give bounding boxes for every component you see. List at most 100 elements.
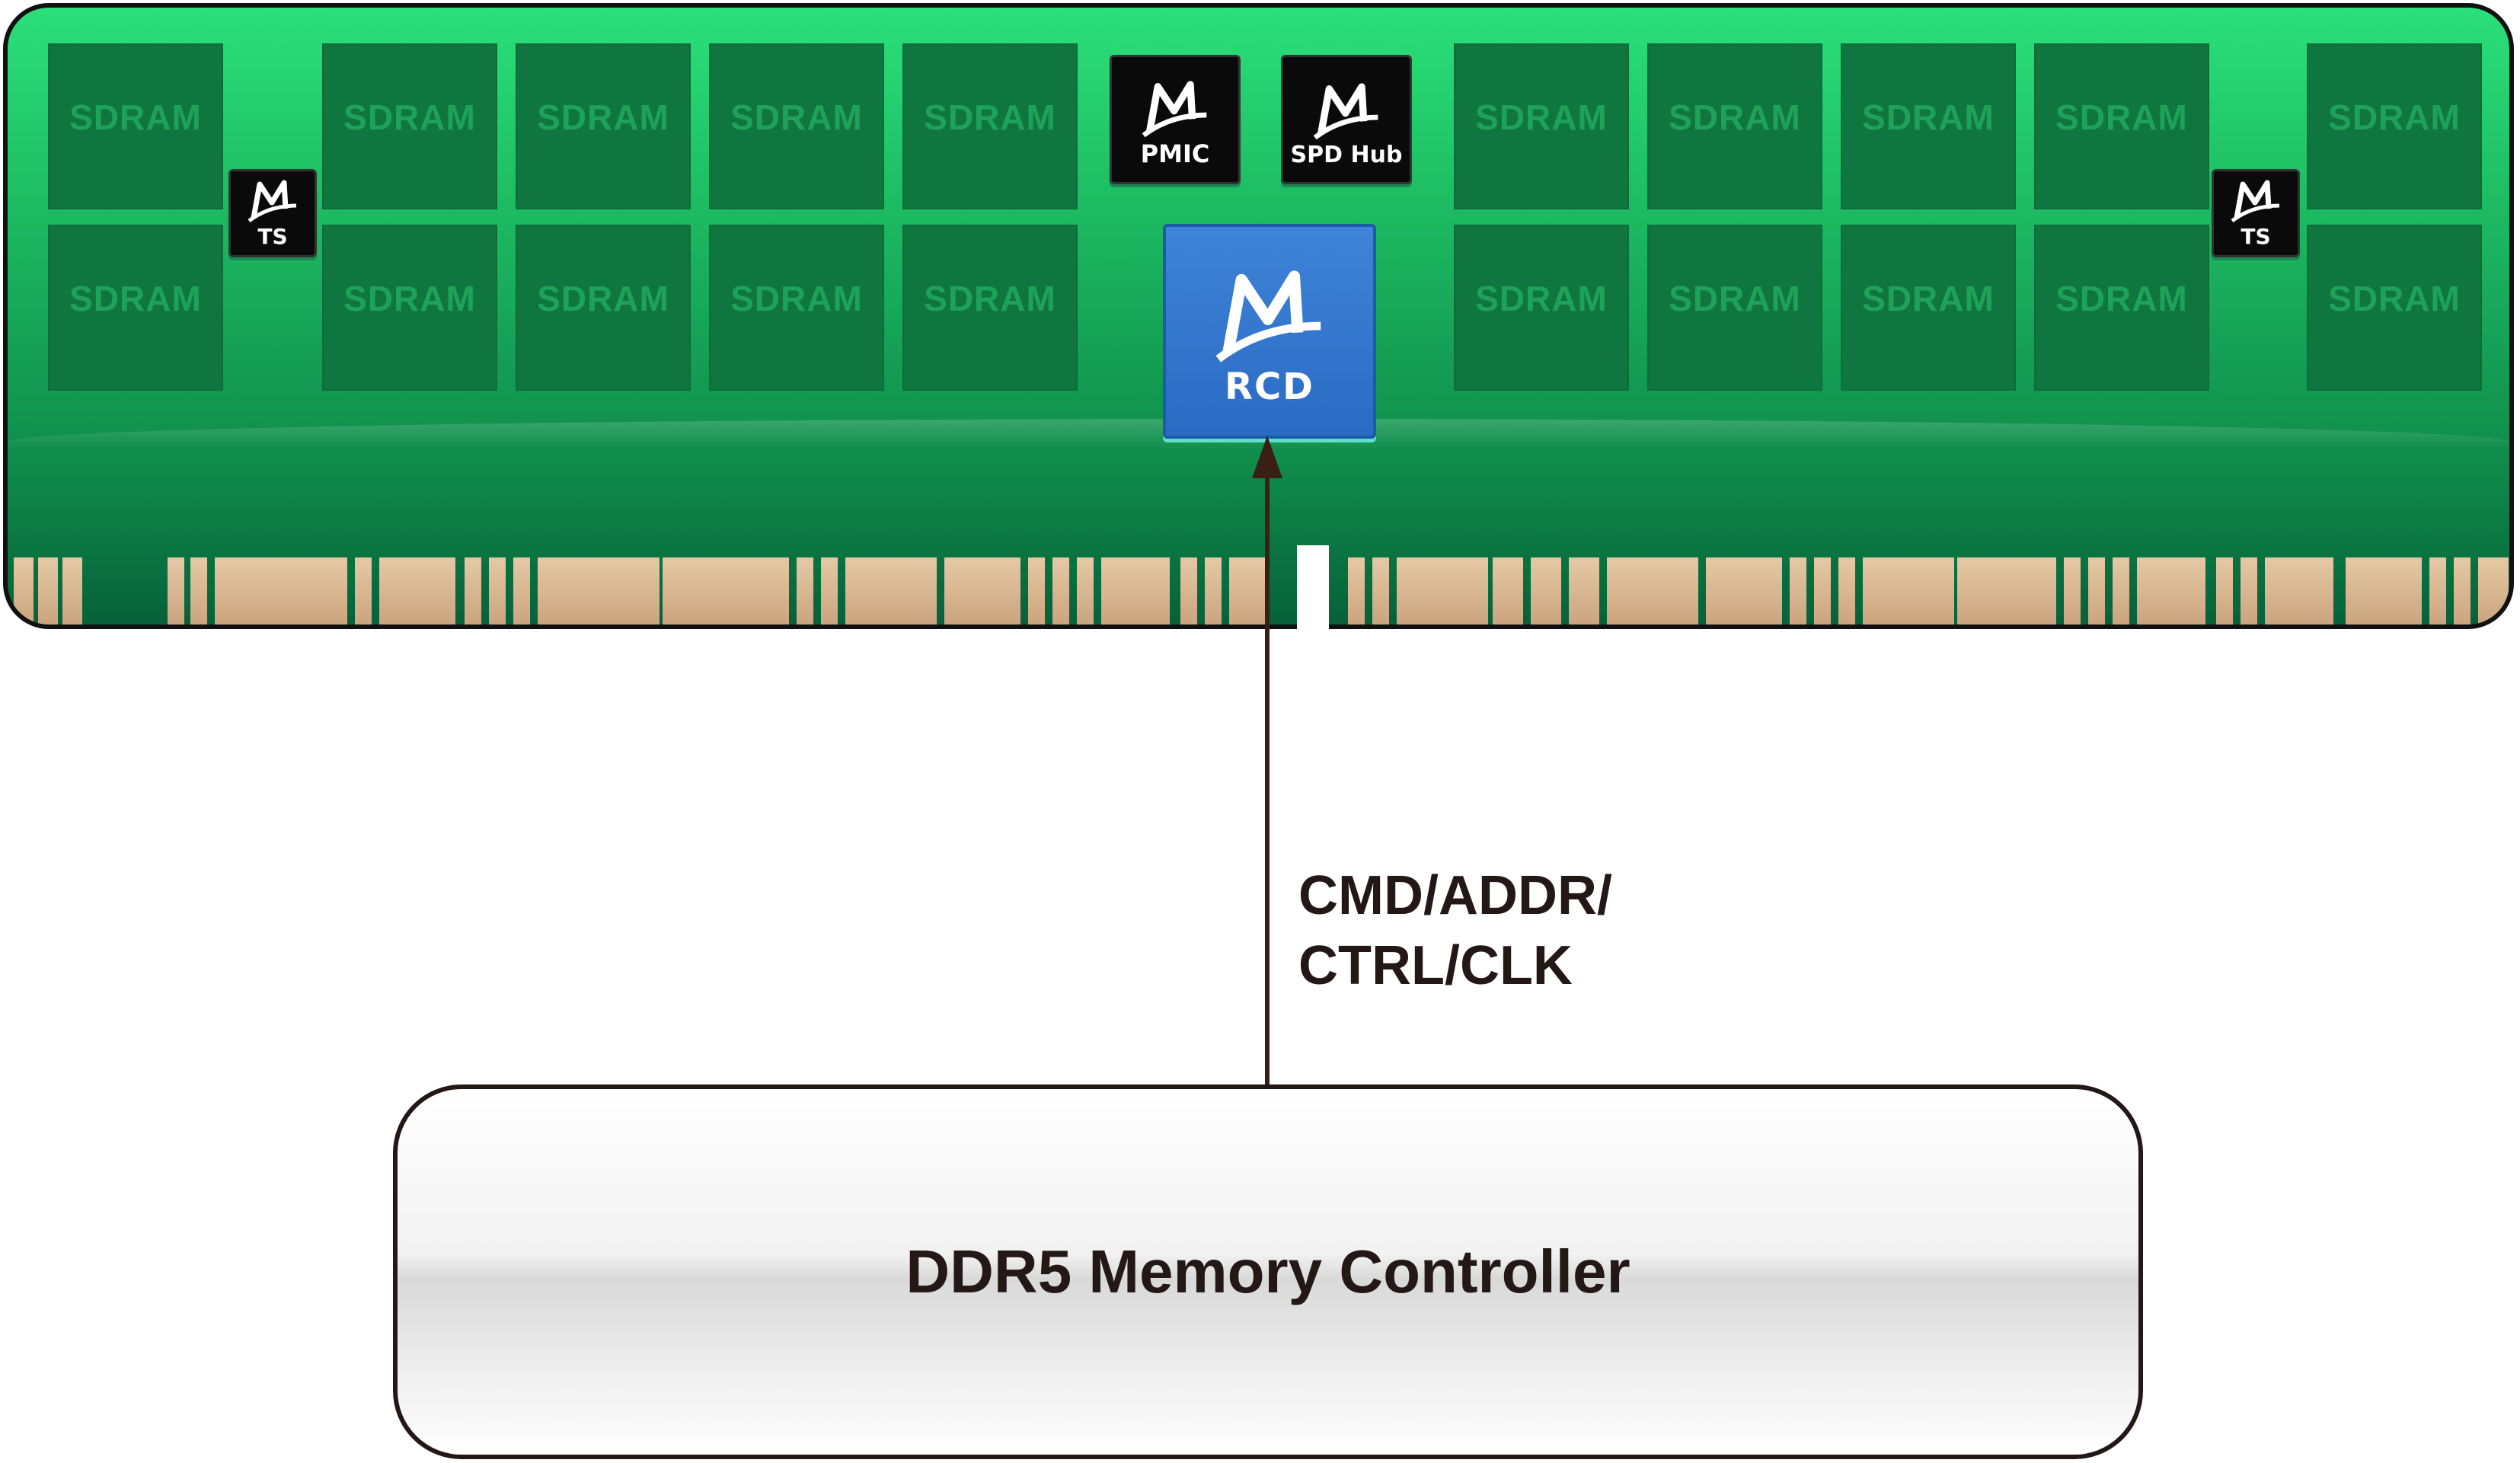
connector-pin <box>1372 557 1389 624</box>
sdram-chip: SDRAM <box>709 225 884 391</box>
sdram-label: SDRAM <box>69 279 202 318</box>
sdram-chip: SDRAM <box>516 43 691 209</box>
sdram-label: SDRAM <box>69 97 202 137</box>
connector-pin <box>1957 557 2056 624</box>
sdram-chip: SDRAM <box>1647 43 1822 209</box>
connector-pin <box>379 557 455 624</box>
sdram-label: SDRAM <box>2328 97 2461 137</box>
sdram-chip: SDRAM <box>48 43 223 209</box>
sdram-label: SDRAM <box>2055 279 2188 318</box>
connector-pin <box>1397 557 1488 624</box>
connector-pin <box>1101 557 1170 624</box>
signal-label-line2: CTRL/CLK <box>1298 935 1573 996</box>
connector-pin <box>513 557 530 624</box>
connector-pin <box>1569 557 1599 624</box>
sdram-chip: SDRAM <box>2307 43 2482 209</box>
connector-pin <box>1052 557 1069 624</box>
m-logo-icon <box>1215 270 1321 363</box>
sdram-label: SDRAM <box>343 279 476 318</box>
connector-pin <box>489 557 506 624</box>
sdram-chip: SDRAM <box>1454 225 1629 391</box>
sdram-label: SDRAM <box>730 97 863 137</box>
signal-label: CMD/ADDR/ CTRL/CLK <box>1298 861 1612 1001</box>
sdram-chip: SDRAM <box>322 225 497 391</box>
connector-pin <box>1790 557 1806 624</box>
connector-pin <box>1229 557 1267 624</box>
sdram-chip: SDRAM <box>902 43 1078 209</box>
sdram-label: SDRAM <box>343 97 476 137</box>
sdram-label: SDRAM <box>924 279 1056 318</box>
sdram-chip: SDRAM <box>516 225 691 391</box>
sdram-chip: SDRAM <box>709 43 884 209</box>
connector-pin <box>1180 557 1197 624</box>
connector-pin <box>944 557 1020 624</box>
connector-pin <box>168 557 184 624</box>
connector-pin <box>190 557 207 624</box>
connector-pin <box>14 557 34 624</box>
connector-pin <box>2478 557 2509 624</box>
edge-connector <box>8 557 2509 624</box>
connector-pin <box>2088 557 2105 624</box>
connector-pin <box>465 557 481 624</box>
ts-chip-right: TS <box>2212 169 2300 257</box>
sdram-chip: SDRAM <box>1841 225 2016 391</box>
connector-pin <box>2241 557 2257 624</box>
sdram-chip: SDRAM <box>48 225 223 391</box>
ddr5-dimm-module: SDRAM SDRAM SDRAM SDRAM SDRAM SDRAM SDRA… <box>3 3 2514 629</box>
m-logo-icon <box>2231 180 2280 222</box>
connector-pin <box>2429 557 2446 624</box>
signal-label-line1: CMD/ADDR/ <box>1298 865 1612 926</box>
connector-pin <box>2265 557 2333 624</box>
connector-pin <box>1607 557 1698 624</box>
sdram-label: SDRAM <box>537 97 669 137</box>
spd-hub-chip: SPD Hub <box>1281 55 1412 184</box>
sdram-label: SDRAM <box>1669 97 1801 137</box>
m-logo-icon <box>1313 83 1378 140</box>
m-logo-icon <box>1142 81 1207 138</box>
connector-pin <box>2064 557 2081 624</box>
connector-pin <box>1814 557 1831 624</box>
ts-label: TS <box>2241 224 2271 249</box>
sdram-label: SDRAM <box>1475 97 1608 137</box>
sdram-label: SDRAM <box>1862 279 1995 318</box>
connector-pin <box>1493 557 1523 624</box>
connector-pin <box>538 557 660 624</box>
sdram-chip: SDRAM <box>2034 225 2209 391</box>
key-notch <box>1297 545 1329 629</box>
sdram-label: SDRAM <box>2328 279 2461 318</box>
spd-hub-label: SPD Hub <box>1290 142 1403 168</box>
connector-pin <box>2113 557 2129 624</box>
connector-pin <box>62 557 82 624</box>
memory-controller-box: DDR5 Memory Controller <box>393 1084 2143 1459</box>
sdram-chip: SDRAM <box>1647 225 1822 391</box>
sdram-label: SDRAM <box>537 279 669 318</box>
connector-pin <box>331 557 347 624</box>
sdram-chip: SDRAM <box>1454 43 1629 209</box>
sdram-label: SDRAM <box>1475 279 1608 318</box>
connector-pin <box>821 557 838 624</box>
connector-pin <box>2454 557 2470 624</box>
sdram-chip: SDRAM <box>322 43 497 209</box>
connector-pin <box>355 557 372 624</box>
connector-pin <box>2137 557 2205 624</box>
connector-pin <box>1838 557 1855 624</box>
connector-pin <box>663 557 784 624</box>
rcd-label: RCD <box>1224 366 1315 408</box>
sdram-chip: SDRAM <box>2034 43 2209 209</box>
connector-pin <box>797 557 813 624</box>
connector-pin <box>2346 557 2422 624</box>
sdram-label: SDRAM <box>1669 279 1801 318</box>
connector-pin <box>38 557 58 624</box>
connector-pin <box>306 557 323 624</box>
sdram-chip: SDRAM <box>2307 225 2482 391</box>
connector-pin <box>1205 557 1222 624</box>
connector-pin <box>845 557 937 624</box>
pmic-label: PMIC <box>1140 139 1210 168</box>
connector-pin <box>1077 557 1094 624</box>
sdram-label: SDRAM <box>730 279 863 318</box>
sdram-chip: SDRAM <box>902 225 1078 391</box>
sdram-chip: SDRAM <box>1841 43 2016 209</box>
sdram-label: SDRAM <box>1862 97 1995 137</box>
